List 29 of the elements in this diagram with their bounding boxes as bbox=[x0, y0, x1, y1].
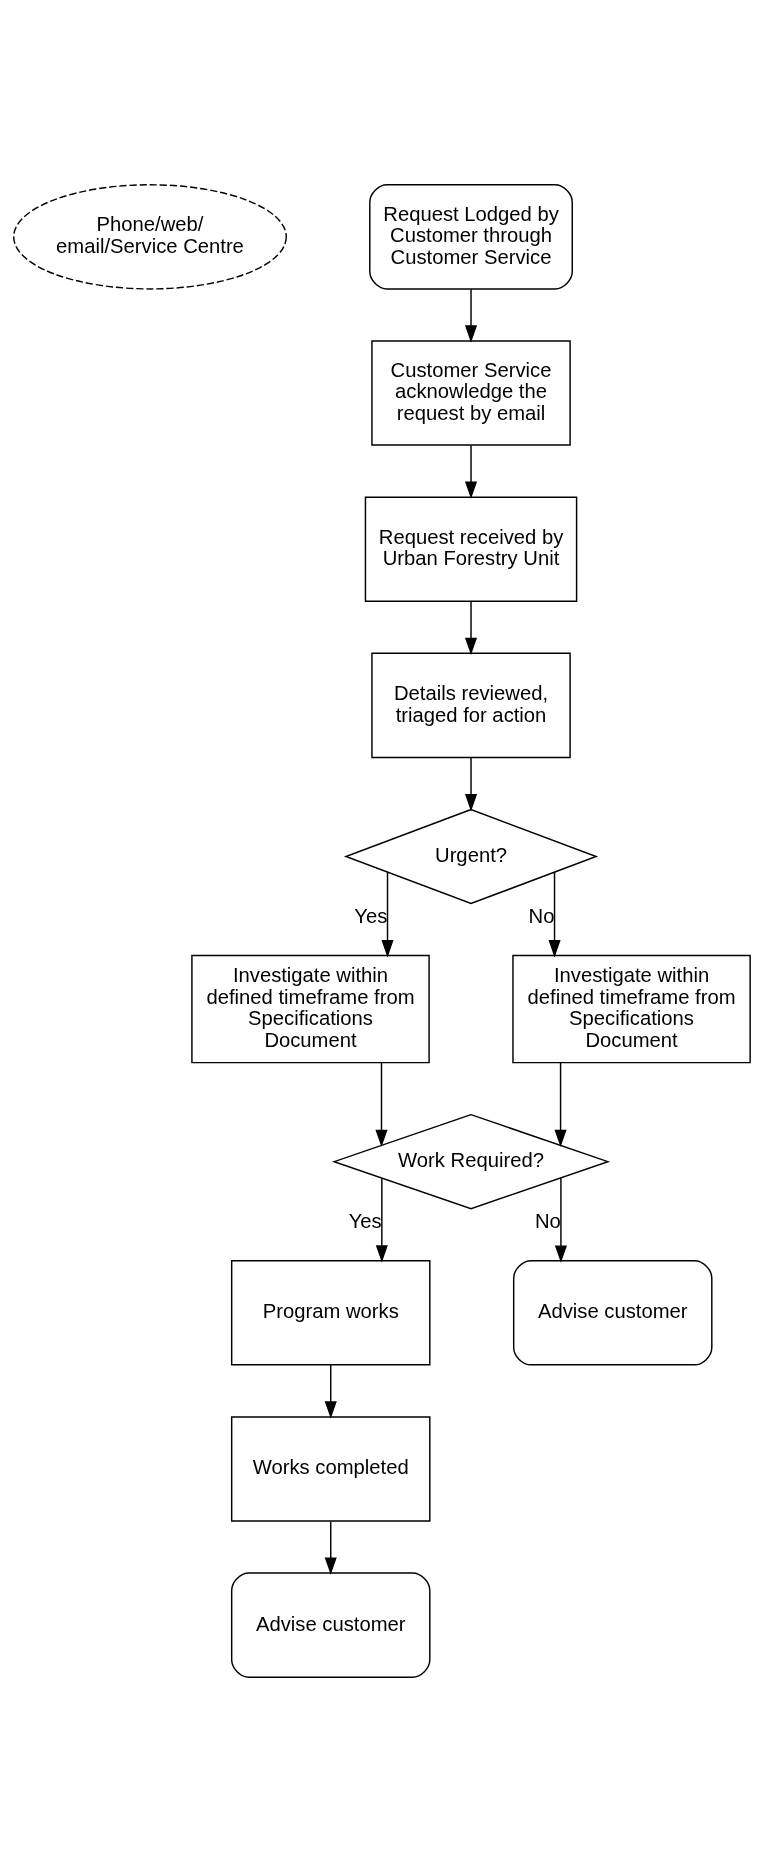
node-box: Details reviewed, triaged for action bbox=[371, 652, 571, 758]
node-box: Customer Service acknowledge the request by email bbox=[371, 339, 571, 446]
arrow bbox=[381, 871, 394, 957]
node-diamond: Work Required? bbox=[331, 1113, 611, 1209]
node-box: Advise customer bbox=[230, 1571, 431, 1678]
arrow bbox=[375, 1061, 388, 1147]
arrow bbox=[375, 1177, 388, 1263]
edge-label: Yes bbox=[354, 904, 388, 927]
arrow bbox=[324, 1364, 337, 1419]
edge-label: No bbox=[528, 904, 555, 927]
arrow bbox=[554, 1061, 567, 1147]
node-ellipse: Phone/web/ email/Service Centre bbox=[12, 183, 287, 290]
arrow bbox=[548, 871, 561, 957]
arrow bbox=[324, 1520, 337, 1575]
node-box: Investigate within defined timeframe from Specifications Document bbox=[512, 954, 751, 1063]
node-box: Advise customer bbox=[512, 1259, 713, 1366]
node-box: Request Lodged by Customer through Customer Service bbox=[369, 183, 573, 290]
arrow bbox=[464, 288, 478, 343]
edge-label: Yes bbox=[348, 1209, 382, 1232]
arrow bbox=[554, 1176, 567, 1263]
arrow bbox=[464, 444, 478, 499]
node-box: Investigate within defined timeframe from Specifications Document bbox=[191, 954, 430, 1063]
node-box: Program works bbox=[230, 1259, 431, 1366]
node-box: Request received by Urban Forestry Unit bbox=[364, 495, 578, 602]
arrow bbox=[464, 600, 478, 655]
node-diamond: Urgent? bbox=[343, 808, 599, 904]
edge-label: No bbox=[534, 1209, 561, 1232]
arrow bbox=[464, 756, 478, 811]
node-box: Works completed bbox=[230, 1415, 431, 1522]
